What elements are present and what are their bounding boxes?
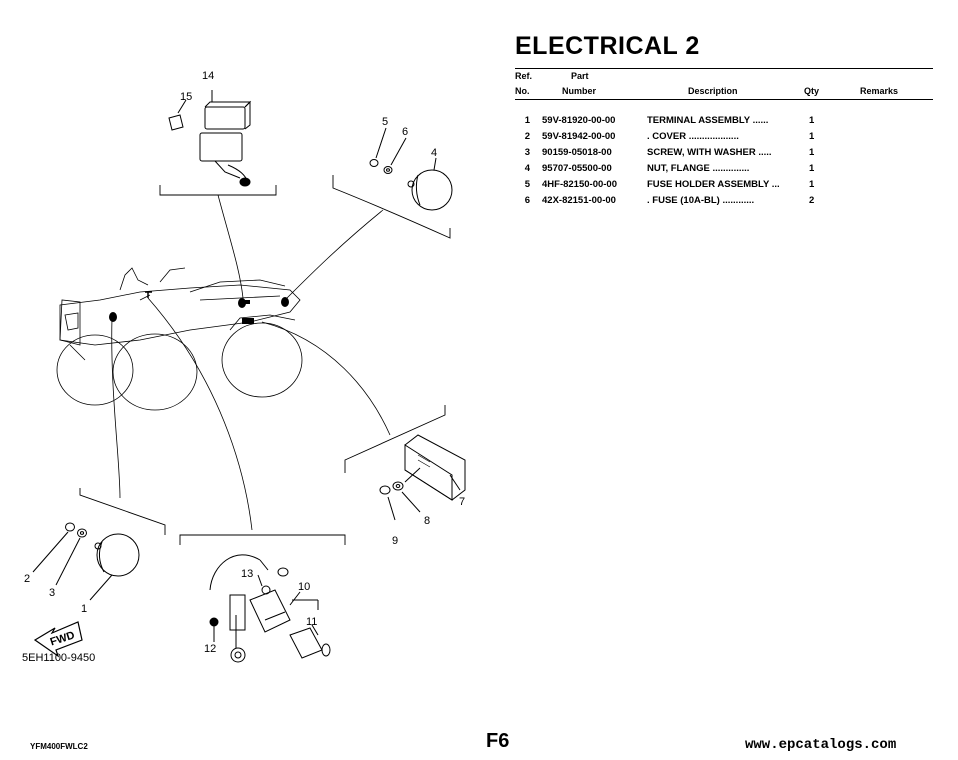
row-description-text: TERMINAL ASSEMBLY	[647, 115, 750, 126]
row-ref: 3	[524, 147, 530, 158]
table-row: 2 59V-81942-00-00 . COVER ..............…	[515, 131, 933, 147]
row-description-text: NUT, FLANGE	[647, 163, 710, 174]
header-ref-bottom: No.	[515, 86, 530, 96]
fuse-15	[168, 99, 187, 131]
header-remarks: Remarks	[860, 86, 899, 96]
row-leader-dots: ...................	[688, 131, 739, 142]
relay-assembly	[199, 90, 252, 187]
row-qty: 1	[809, 163, 815, 174]
row-ref: 5	[524, 179, 530, 190]
callout-4: 4	[431, 147, 437, 159]
header-description: Description	[688, 86, 738, 96]
leader-lines	[111, 194, 391, 531]
callout-14: 14	[202, 70, 214, 82]
row-qty: 1	[809, 147, 815, 158]
exploded-parts-diagram: 1 2 3 4 5 6 7 8 9 10 11 12 13 14 15 FWD …	[22, 70, 466, 664]
row-part-number: 42X-82151-00-00	[542, 195, 616, 206]
table-row: 1 59V-81920-00-00 TERMINAL ASSEMBLY ....…	[515, 115, 933, 131]
callout-2: 2	[24, 573, 30, 585]
row-leader-dots: ......	[752, 115, 769, 126]
model-code: YFM400FWLC2	[30, 742, 88, 751]
lamp-assembly-top	[369, 127, 453, 211]
callout-10: 10	[298, 581, 310, 593]
table-row: 4 95707-05500-00 NUT, FLANGE ...........…	[515, 163, 933, 179]
row-description: . FUSE (10A-BL) ............	[647, 195, 754, 206]
callout-1: 1	[81, 603, 87, 615]
header-part-bottom: Number	[562, 86, 597, 96]
table-row: 5 4HF-82150-00-00 FUSE HOLDER ASSEMBLY .…	[515, 179, 933, 195]
page-title: ELECTRICAL 2	[515, 32, 700, 60]
row-qty: 1	[809, 131, 815, 142]
row-description: SCREW, WITH WASHER .....	[647, 147, 772, 158]
row-ref: 4	[524, 163, 530, 174]
page-number: F6	[486, 730, 510, 752]
row-description-text: SCREW, WITH WASHER	[647, 147, 756, 158]
callout-6: 6	[402, 126, 408, 138]
group-brackets	[79, 175, 451, 545]
row-description: TERMINAL ASSEMBLY ......	[647, 115, 768, 126]
connector-markers	[109, 297, 289, 324]
parts-table-header: Ref. No. Part Number Description Qty Rem…	[515, 68, 933, 100]
callout-labels: 1 2 3 4 5 6 7 8 9 10 11 12 13 14 15 FWD …	[22, 70, 465, 664]
lamp-assembly-front	[32, 522, 140, 601]
row-ref: 2	[524, 131, 530, 142]
parts-table-body: 1 59V-81920-00-00 TERMINAL ASSEMBLY ....…	[515, 115, 933, 211]
callout-12: 12	[204, 643, 216, 655]
row-part-number: 4HF-82150-00-00	[542, 179, 617, 190]
row-qty: 2	[809, 195, 815, 206]
row-description-text: FUSE HOLDER ASSEMBLY	[647, 179, 770, 190]
fuse-holder-assembly	[209, 554, 331, 663]
fwd-arrow-icon	[33, 621, 83, 658]
row-leader-dots: .....	[758, 147, 772, 158]
row-qty: 1	[809, 115, 815, 126]
row-leader-dots: ...	[771, 179, 780, 190]
table-row: 6 42X-82151-00-00 . FUSE (10A-BL) ......…	[515, 195, 933, 211]
row-part-number: 59V-81920-00-00	[542, 115, 616, 126]
header-part-top: Part	[571, 71, 589, 81]
row-part-number: 90159-05018-00	[542, 147, 612, 158]
website-link[interactable]: www.epcatalogs.com	[745, 737, 897, 753]
tail-lamp-assembly	[379, 434, 466, 521]
row-leader-dots: ..............	[712, 163, 750, 174]
row-part-number: 59V-81942-00-00	[542, 131, 616, 142]
row-description-text: . COVER	[647, 131, 687, 142]
row-description: . COVER ...................	[647, 131, 739, 142]
row-description: NUT, FLANGE ..............	[647, 163, 749, 174]
callout-9: 9	[392, 535, 398, 547]
callout-15: 15	[180, 91, 192, 103]
row-part-number: 95707-05500-00	[542, 163, 612, 174]
row-ref: 6	[524, 195, 530, 206]
diagram-code: 5EH1100-9450	[22, 652, 95, 664]
callout-7: 7	[459, 496, 465, 508]
row-ref: 1	[524, 115, 530, 126]
header-ref-top: Ref.	[515, 71, 533, 81]
callout-13: 13	[241, 568, 253, 580]
table-row: 3 90159-05018-00 SCREW, WITH WASHER ....…	[515, 147, 933, 163]
row-leader-dots: ............	[722, 195, 755, 206]
callout-8: 8	[424, 515, 430, 527]
header-qty: Qty	[804, 86, 820, 96]
row-description-text: . FUSE (10A-BL)	[647, 195, 720, 206]
row-qty: 1	[809, 179, 815, 190]
callout-3: 3	[49, 587, 55, 599]
callout-11: 11	[306, 616, 317, 628]
row-description: FUSE HOLDER ASSEMBLY ...	[647, 179, 780, 190]
callout-5: 5	[382, 116, 388, 128]
